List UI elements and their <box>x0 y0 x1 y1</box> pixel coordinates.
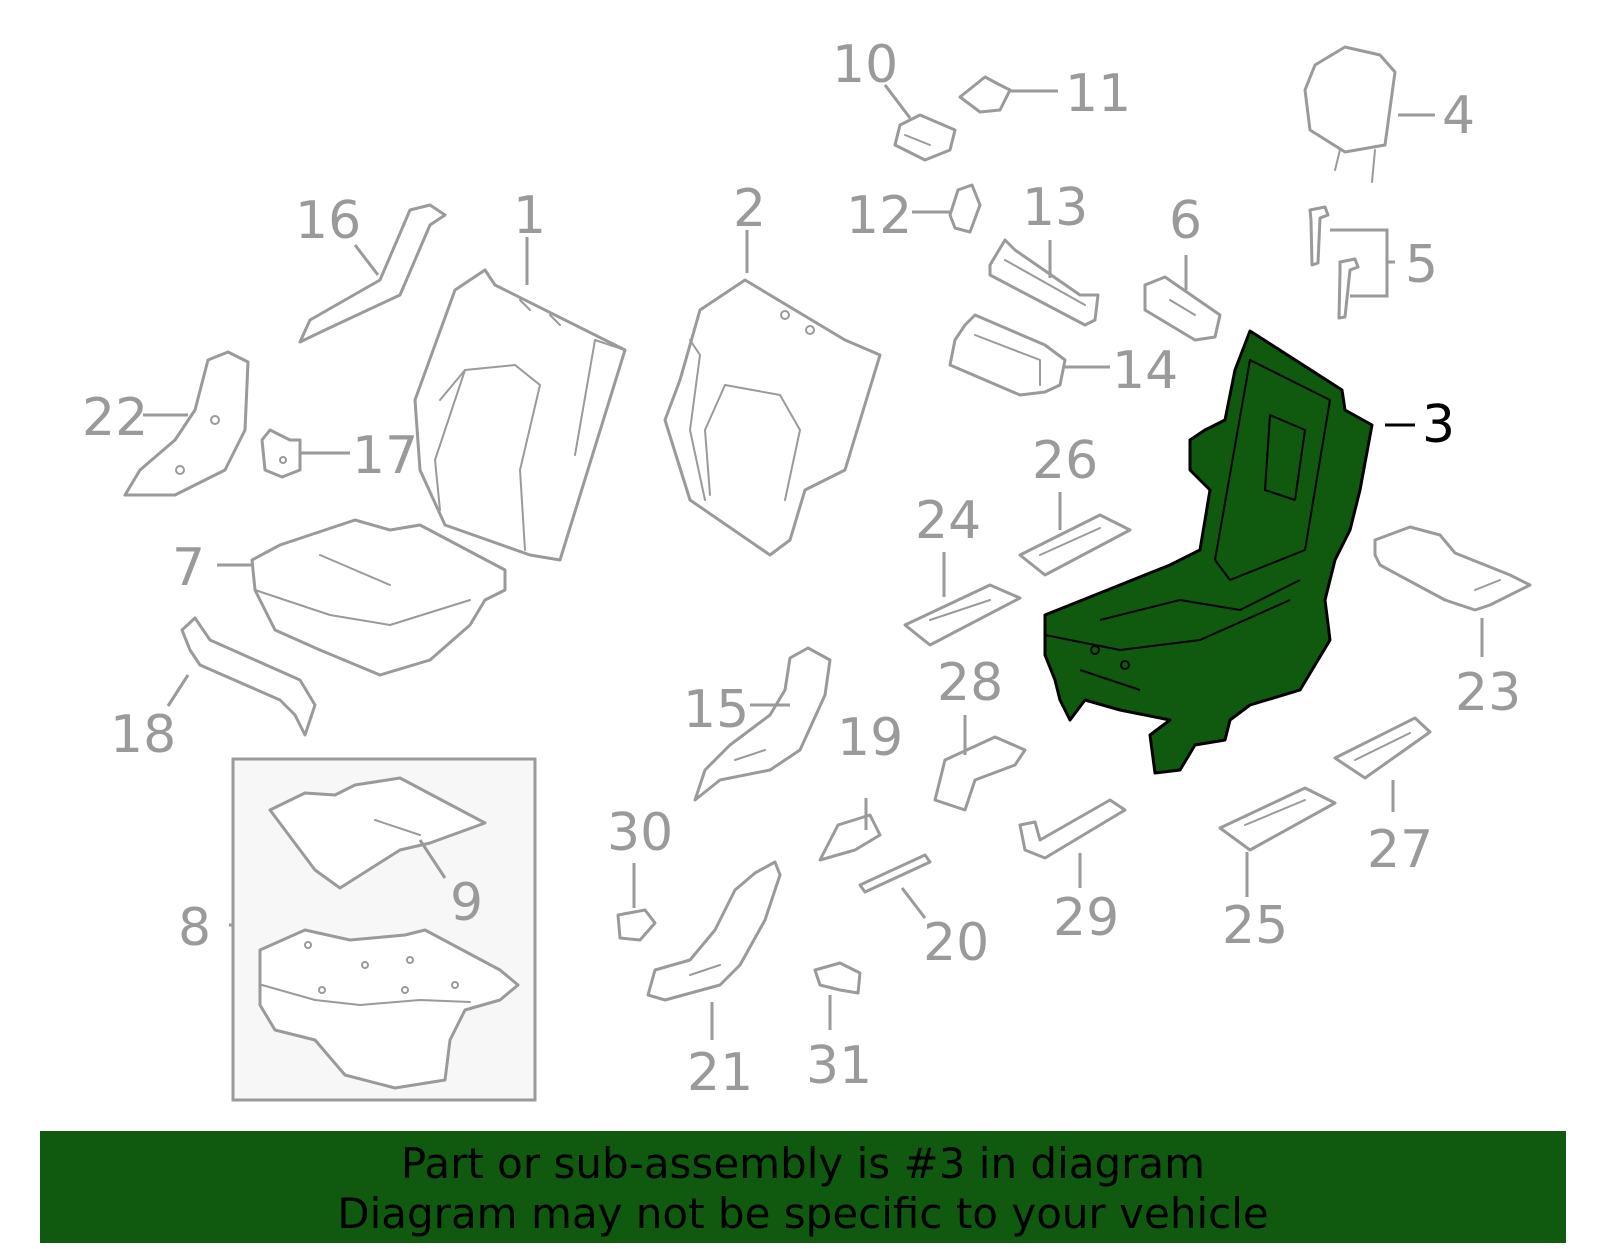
callout-8: 8 <box>178 898 211 958</box>
callout-4: 4 <box>1442 86 1475 146</box>
part-18-bracket[interactable] <box>180 616 317 737</box>
disclaimer-banner: Part or sub-assembly is #3 in diagram Di… <box>40 1131 1566 1243</box>
part-26-track-cover[interactable] <box>1018 513 1132 577</box>
part-2-seat-back-panel[interactable] <box>663 278 882 557</box>
part-30-clip[interactable] <box>616 908 657 942</box>
callout-31: 31 <box>806 1036 872 1096</box>
callout-5: 5 <box>1405 235 1438 295</box>
part-14-housing[interactable] <box>948 313 1067 397</box>
callout-30: 30 <box>607 803 673 863</box>
part-23-trim[interactable] <box>1373 525 1532 612</box>
part-7-seat-cushion-cover[interactable] <box>250 518 507 677</box>
part-20-rod[interactable] <box>858 853 932 894</box>
callout-21: 21 <box>687 1043 753 1103</box>
part-27-track-cover[interactable] <box>1333 716 1432 780</box>
callout-13: 13 <box>1022 178 1088 238</box>
callout-29: 29 <box>1053 888 1119 948</box>
callout-24: 24 <box>915 491 981 551</box>
part-5-headrest-guides[interactable] <box>1308 205 1360 320</box>
callout-1: 1 <box>513 186 546 246</box>
part-9-pad[interactable] <box>268 776 487 890</box>
callout-22: 22 <box>82 388 148 448</box>
part-31-clip[interactable] <box>813 961 862 995</box>
part-19-cover[interactable] <box>818 813 882 862</box>
part-22-trim[interactable] <box>123 350 250 497</box>
banner-line-disclaimer: Diagram may not be specific to your vehi… <box>337 1189 1269 1238</box>
part-1-seat-back-cover[interactable] <box>413 268 627 562</box>
callout-11: 11 <box>1065 64 1131 124</box>
callout-26: 26 <box>1032 431 1098 491</box>
callout-6: 6 <box>1169 191 1202 251</box>
part-13-bracket[interactable] <box>988 238 1100 327</box>
banner-line-part: Part or sub-assembly is #3 in diagram <box>400 1139 1206 1188</box>
callout-20: 20 <box>923 913 989 973</box>
callout-numbers: 1 2 3 4 5 6 7 8 9 10 11 12 13 14 15 16 1… <box>82 35 1521 1103</box>
callout-25: 25 <box>1222 896 1288 956</box>
callout-2: 2 <box>733 179 766 239</box>
part-17-clip[interactable] <box>260 428 302 479</box>
callout-28: 28 <box>937 653 1003 713</box>
callout-7: 7 <box>172 538 205 598</box>
part-28-cover[interactable] <box>933 735 1027 812</box>
callout-27: 27 <box>1367 820 1433 880</box>
part-25-track-cover[interactable] <box>1218 786 1337 852</box>
part-21-trim[interactable] <box>646 860 782 1002</box>
part-29-cover[interactable] <box>1018 798 1127 860</box>
part-16-trim[interactable] <box>298 203 447 344</box>
callout-19: 19 <box>837 708 903 768</box>
callout-9: 9 <box>450 873 483 933</box>
callout-16: 16 <box>295 191 361 251</box>
part-6-bracket[interactable] <box>1143 275 1222 342</box>
callout-10: 10 <box>832 35 898 95</box>
callout-23: 23 <box>1455 663 1521 723</box>
part-4-headrest[interactable] <box>1303 45 1397 183</box>
part-3-seat-frame-highlighted[interactable] <box>1043 329 1374 775</box>
callout-15: 15 <box>683 680 749 740</box>
callout-12: 12 <box>846 186 912 246</box>
part-12-cap[interactable] <box>948 183 982 234</box>
banner-text: Part or sub-assembly is #3 in diagram Di… <box>40 1131 1566 1239</box>
leader-lines <box>143 84 1484 1040</box>
callout-18: 18 <box>110 705 176 765</box>
part-24-track-cover[interactable] <box>903 583 1022 647</box>
part-11-clip[interactable] <box>958 75 1012 114</box>
callout-3: 3 <box>1422 395 1455 455</box>
callout-14: 14 <box>1112 341 1178 401</box>
part-15-trim[interactable] <box>693 646 832 802</box>
callout-17: 17 <box>352 426 418 486</box>
part-10-switch[interactable] <box>893 113 957 162</box>
